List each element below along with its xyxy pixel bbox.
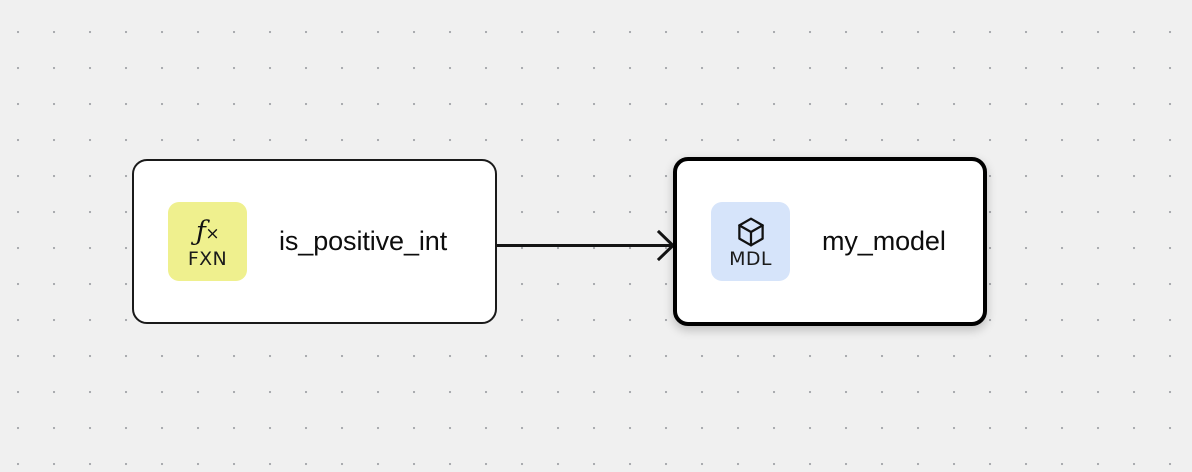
edge-arrowhead-icon — [656, 229, 676, 262]
node-label-is-positive-int: is_positive_int — [279, 226, 448, 256]
node-type-badge-fxn[interactable]: ƒ× FXN — [168, 202, 247, 281]
node-my-model[interactable]: MDL my_model — [673, 157, 987, 326]
node-type-badge-label: FXN — [187, 247, 228, 270]
node-label-my-model: my_model — [822, 226, 946, 256]
node-is-positive-int[interactable]: ƒ× FXN is_positive_int — [132, 159, 497, 324]
node-type-badge-mdl[interactable]: MDL — [711, 202, 790, 281]
edge-is-positive-int-to-my-model[interactable] — [497, 229, 676, 262]
function-icon: ƒ× — [195, 216, 220, 247]
cube-icon — [734, 215, 768, 249]
node-type-badge-label: MDL — [729, 247, 772, 270]
